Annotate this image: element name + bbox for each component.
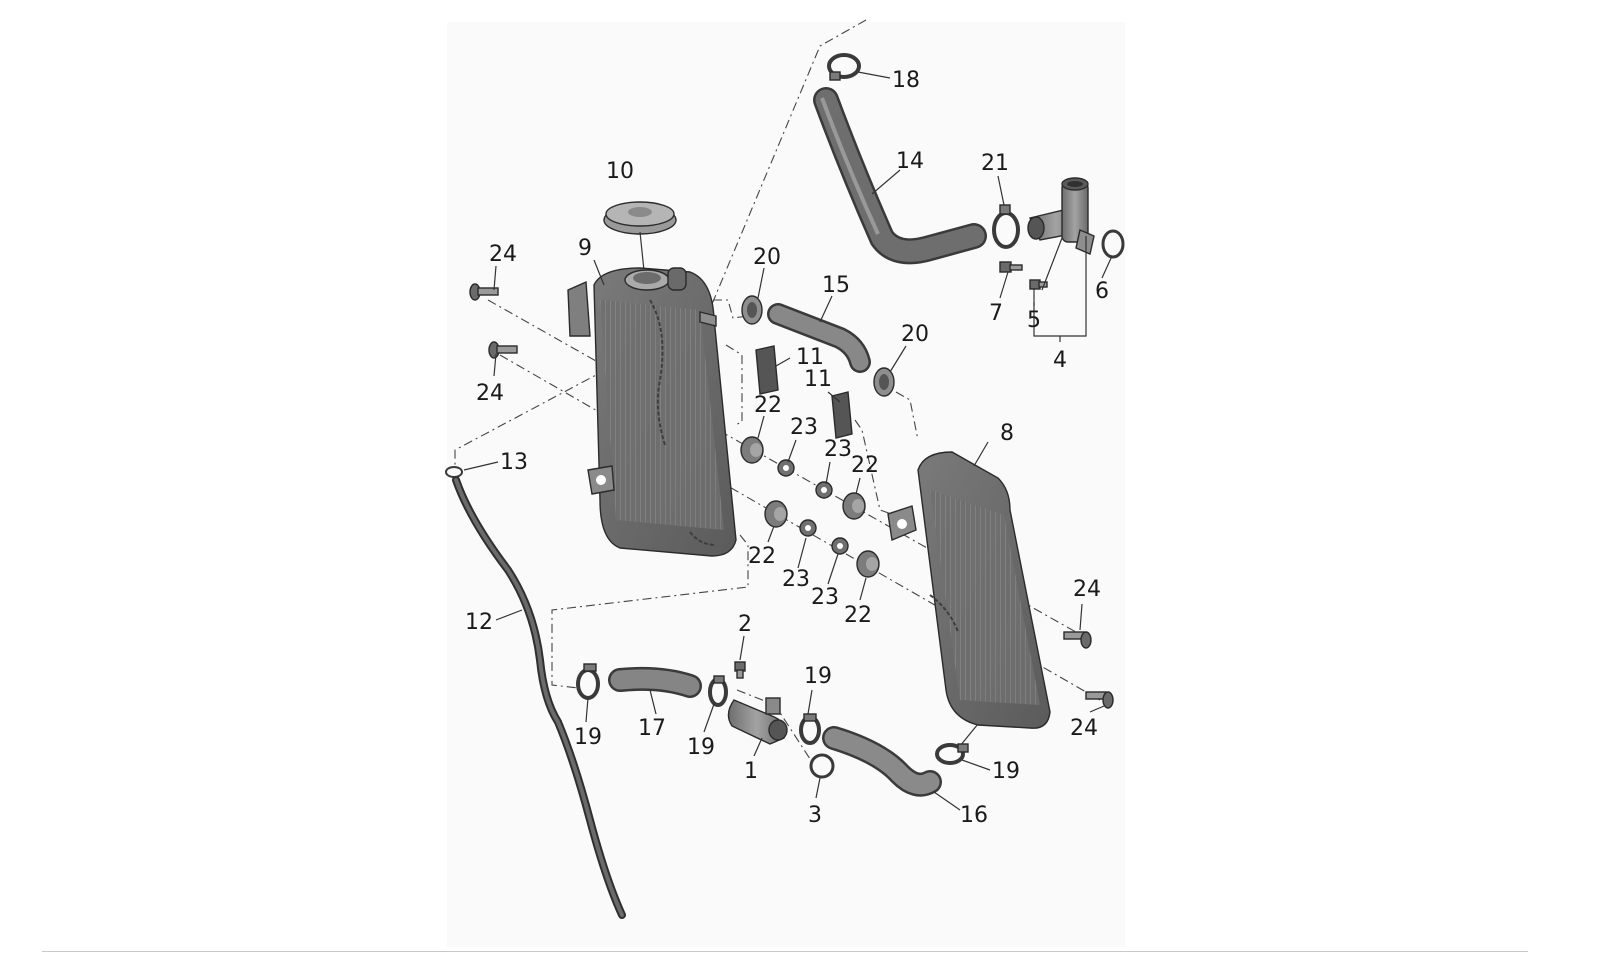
callout-6: 6 <box>1095 279 1109 304</box>
callout-24-top-left: 24 <box>489 242 517 267</box>
upper-hose <box>813 87 987 265</box>
callout-13: 13 <box>500 450 528 475</box>
callout-21: 21 <box>981 151 1009 176</box>
callout-14: 14 <box>896 149 924 174</box>
hose-clamp-19d <box>935 743 969 765</box>
rubber-pad-11a <box>755 345 779 395</box>
spacer-23d <box>831 537 849 555</box>
callout-19-left: 19 <box>574 725 602 750</box>
hose-clamp-21 <box>992 204 1020 249</box>
lower-right-hose <box>822 726 942 797</box>
spacer-23a <box>777 459 795 477</box>
hose-clamp-19b <box>708 675 728 707</box>
callout-23-upper-right: 23 <box>824 437 852 462</box>
t-fitting <box>1027 177 1095 255</box>
callout-8: 8 <box>1000 421 1014 446</box>
grommet-22d <box>856 550 880 578</box>
callout-10: 10 <box>606 159 634 184</box>
callout-16: 16 <box>960 803 988 828</box>
callout-19-center-left: 19 <box>687 735 715 760</box>
overflow-hose <box>452 476 626 919</box>
callout-23-lower-right: 23 <box>811 585 839 610</box>
spacer-23c <box>799 519 817 537</box>
callout-4: 4 <box>1053 348 1067 373</box>
callout-11-upper: 11 <box>796 345 824 370</box>
bolt-24c <box>1063 631 1092 649</box>
right-radiator <box>887 451 1051 747</box>
hose-clamp-20a <box>741 295 763 325</box>
bottom-divider <box>42 951 1528 952</box>
bolt-7 <box>999 261 1023 273</box>
callout-22-upper: 22 <box>754 393 782 418</box>
left-radiator <box>567 267 737 557</box>
callout-5: 5 <box>1027 308 1041 333</box>
callout-19-middle: 19 <box>804 664 832 689</box>
callout-22-lower-right: 22 <box>844 603 872 628</box>
callout-17: 17 <box>638 716 666 741</box>
hose-clamp-18 <box>827 53 861 81</box>
o-ring-3 <box>809 753 835 779</box>
hose-clamp-19c <box>799 713 821 745</box>
grommet-22b <box>764 500 788 528</box>
callout-22-lower-left: 22 <box>748 544 776 569</box>
callout-22-upper-right: 22 <box>851 453 879 478</box>
grommet-22a <box>740 436 764 464</box>
callout-11-lower: 11 <box>804 367 832 392</box>
callout-24-right-lower: 24 <box>1070 716 1098 741</box>
callout-23-lower-left: 23 <box>782 567 810 592</box>
spacer-23b <box>815 481 833 499</box>
callout-24-right-upper: 24 <box>1073 577 1101 602</box>
rubber-pad-11b <box>831 391 853 439</box>
callout-20-top: 20 <box>753 245 781 270</box>
hose-clamp-20b <box>873 367 895 397</box>
o-ring-6 <box>1101 229 1125 259</box>
callout-23-upper-left: 23 <box>790 415 818 440</box>
lower-left-hose <box>608 666 702 698</box>
callout-18: 18 <box>892 68 920 93</box>
callout-7: 7 <box>989 301 1003 326</box>
callout-3: 3 <box>808 803 822 828</box>
bolt-24d <box>1085 691 1114 709</box>
bolt-24a <box>469 283 499 301</box>
callout-1: 1 <box>744 759 758 784</box>
callout-24-mid-left: 24 <box>476 381 504 406</box>
grommet-22c <box>842 492 866 520</box>
callout-leaders <box>463 71 1113 811</box>
callout-15: 15 <box>822 273 850 298</box>
middle-hose <box>767 303 871 373</box>
bleed-screw-2 <box>734 661 746 679</box>
callout-9: 9 <box>578 236 592 261</box>
callout-12: 12 <box>465 610 493 635</box>
callout-labels: 18 14 21 10 9 24 20 15 6 7 5 20 11 4 11 … <box>465 68 1109 828</box>
bolt-24b <box>488 341 518 359</box>
callout-19-right: 19 <box>992 759 1020 784</box>
diagram-background <box>447 22 1125 947</box>
thermostat-housing <box>727 697 788 745</box>
callout-20-middle: 20 <box>901 322 929 347</box>
callout-2: 2 <box>738 612 752 637</box>
radiator-cap <box>603 201 677 291</box>
